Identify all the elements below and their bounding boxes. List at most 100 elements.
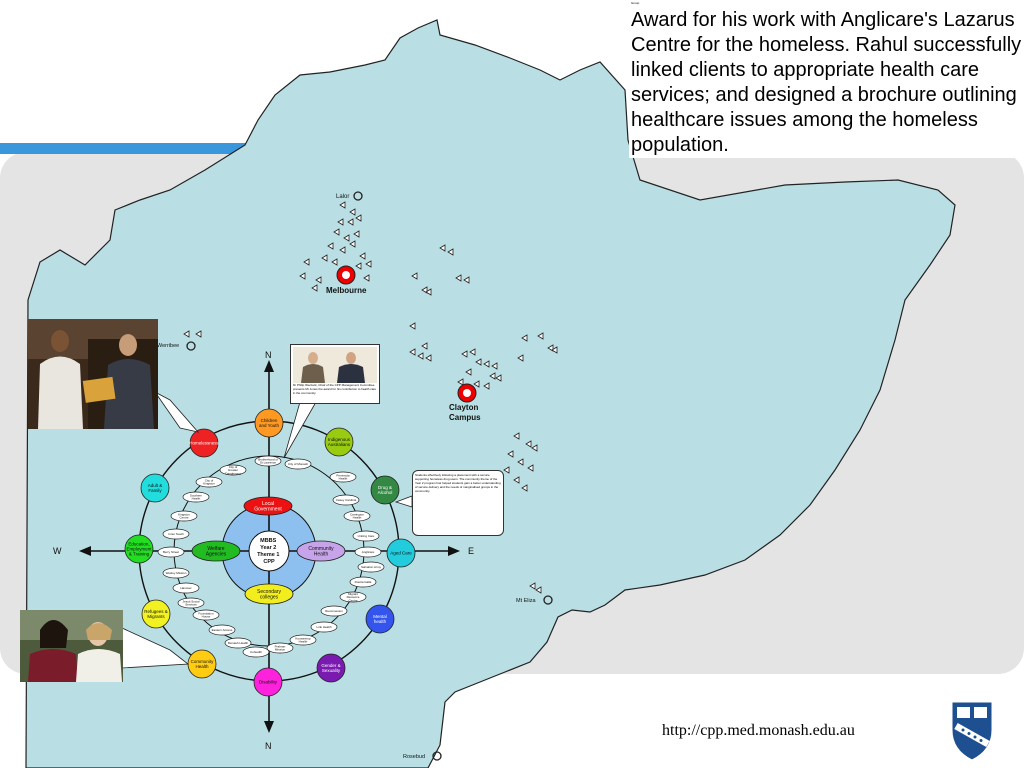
agency-oval	[357, 561, 385, 573]
place-label-lalor: Lalor	[336, 194, 349, 200]
inner-node-welfare-agencies	[191, 540, 241, 562]
placement-flag	[503, 466, 510, 474]
agency-label: Hanover	[180, 586, 191, 590]
arrow-north	[264, 360, 274, 372]
placement-flag	[537, 332, 544, 340]
center-label: MBBS Year 2 Theme 1 CPP	[257, 538, 281, 565]
placement-flag	[521, 334, 528, 342]
agency-oval	[172, 582, 200, 594]
place-label-werribee: Werribee	[157, 343, 179, 349]
agency-label: Link Health	[316, 625, 331, 629]
placement-flag	[321, 254, 328, 262]
outer-node-label: Aged Care	[390, 551, 412, 556]
outer-node-mental-health	[365, 604, 395, 634]
outer-node-homelessness	[189, 428, 219, 458]
agency-oval	[224, 637, 252, 649]
award-ceremony-photo	[28, 319, 158, 429]
compass-n-bottom: N	[265, 741, 272, 751]
outer-node-label: Drug &Alcohol	[378, 485, 393, 495]
agency-label: City of Monash	[288, 462, 308, 466]
agency-oval	[254, 455, 282, 467]
placement-flag	[473, 380, 480, 388]
agency-label: Anglicare	[362, 550, 375, 554]
placement-flag	[517, 354, 524, 362]
drug-alcohol-callout-text: Students effectively following a placeme…	[415, 473, 501, 493]
agency-label: Casey Cardinia	[336, 498, 357, 502]
placement-flag	[417, 352, 424, 360]
website-url[interactable]: http://cpp.med.monash.edu.au	[662, 722, 855, 739]
agency-oval	[208, 624, 236, 636]
placement-flag	[513, 476, 520, 484]
placement-flag	[355, 262, 362, 270]
placement-flag	[425, 354, 432, 362]
placement-flag	[495, 374, 502, 382]
placement-flag	[353, 230, 360, 238]
agency-oval	[349, 576, 377, 588]
outer-node-label: Disability	[259, 680, 278, 685]
placement-flag	[409, 322, 416, 330]
outer-node-label: Refugees &Migrants	[144, 609, 168, 619]
outer-node-refugees	[141, 599, 171, 629]
placement-flag	[483, 382, 490, 390]
placement-flag	[183, 330, 190, 338]
agency-oval	[162, 528, 190, 540]
agency-oval	[157, 546, 185, 558]
placement-flag	[447, 248, 454, 256]
outer-node-gender-sexuality	[316, 653, 346, 683]
outer-node-indigenous	[324, 427, 354, 457]
placement-flag	[551, 346, 558, 354]
placement-flag	[507, 450, 514, 458]
arrow-west	[79, 546, 91, 556]
outer-node-label: Homelessness	[189, 441, 219, 446]
outer-node-label: Gender &Sexuality	[321, 663, 341, 673]
placement-flag	[315, 276, 322, 284]
chair-presentation-callout: Dr Philip Wenlock, Chair of the CPP Mana…	[290, 344, 380, 404]
placement-flag	[339, 201, 346, 209]
agency-oval	[162, 567, 190, 579]
students-photo	[20, 610, 123, 682]
placement-flag	[529, 582, 536, 590]
agency-oval	[352, 530, 380, 542]
agency-oval	[170, 510, 198, 522]
placement-flag	[349, 240, 356, 248]
agency-oval	[310, 621, 338, 633]
agency-label: Inner South	[168, 532, 184, 536]
placement-flag	[331, 258, 338, 266]
placement-flag	[311, 284, 318, 292]
placement-flag	[517, 458, 524, 466]
arrow-east	[448, 546, 460, 556]
placement-flag	[521, 484, 528, 492]
compass-e: E	[468, 546, 474, 556]
placement-flag	[461, 350, 468, 358]
place-label-mt-eliza: Mt Eliza	[516, 598, 537, 604]
outer-node-children-youth	[254, 408, 284, 438]
agency-oval	[242, 646, 270, 658]
compass-n-top: N	[265, 350, 272, 360]
placement-flag	[343, 234, 350, 242]
placement-flag	[527, 464, 534, 472]
placement-flag	[547, 344, 554, 352]
inner-node-secondary-colleges	[244, 583, 294, 605]
agency-oval	[289, 634, 317, 646]
agency-label: Uniting Care	[358, 534, 375, 538]
outer-node-adult-family	[140, 473, 170, 503]
placement-flag	[339, 246, 346, 254]
placement-flag	[349, 208, 356, 216]
outer-node-education	[124, 534, 154, 564]
placement-flag	[337, 218, 344, 226]
placement-flag	[363, 274, 370, 282]
agency-oval	[284, 458, 312, 470]
arrow-south	[264, 721, 274, 733]
outer-node-label: Adult &Family	[148, 483, 163, 493]
placement-flag	[195, 330, 202, 338]
monash-crest-logo	[951, 701, 993, 761]
